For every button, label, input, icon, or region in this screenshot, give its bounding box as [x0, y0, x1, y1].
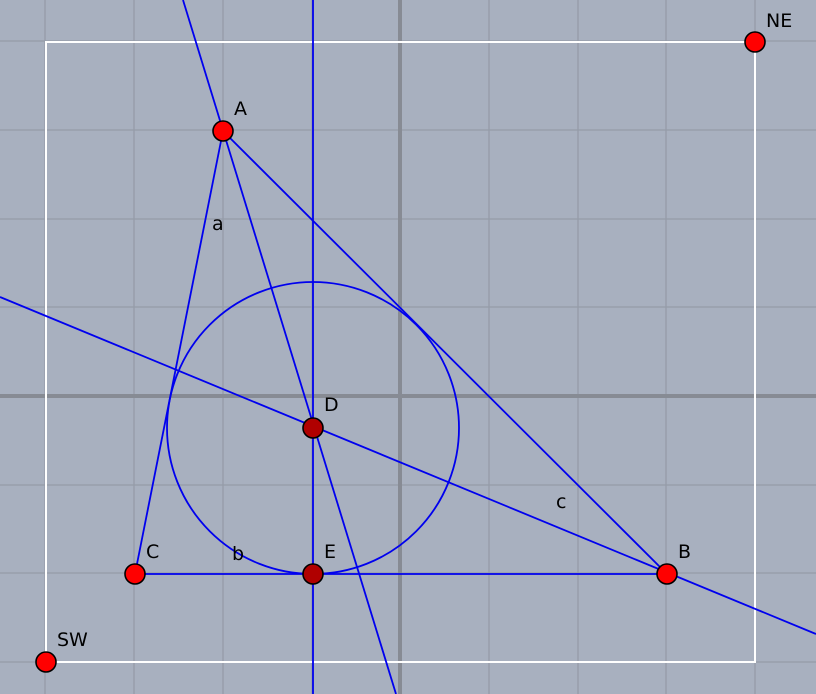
point-label-ne: NE: [766, 10, 792, 32]
segment-label-c: c: [556, 491, 566, 513]
point-label-a: A: [234, 98, 247, 120]
point-label-e: E: [324, 541, 336, 563]
segment-c[interactable]: [222, 130, 668, 575]
point-b[interactable]: [656, 563, 678, 585]
point-label-sw: SW: [57, 629, 88, 651]
point-label-c: C: [146, 541, 159, 563]
frame-rectangle: [45, 41, 756, 663]
point-a[interactable]: [212, 120, 234, 142]
point-label-b: B: [678, 541, 691, 563]
segment-label-a: a: [212, 213, 224, 235]
points: [35, 31, 766, 673]
point-sw[interactable]: [35, 651, 57, 673]
segment-label-b: b: [232, 543, 244, 565]
angle-bisector-a[interactable]: [182, 0, 397, 694]
point-c[interactable]: [124, 563, 146, 585]
point-d[interactable]: [302, 417, 324, 439]
point-ne[interactable]: [744, 31, 766, 53]
segment-a[interactable]: [134, 130, 224, 575]
point-e[interactable]: [302, 563, 324, 585]
point-label-d: D: [324, 394, 339, 416]
angle-bisector-b[interactable]: [0, 296, 816, 635]
